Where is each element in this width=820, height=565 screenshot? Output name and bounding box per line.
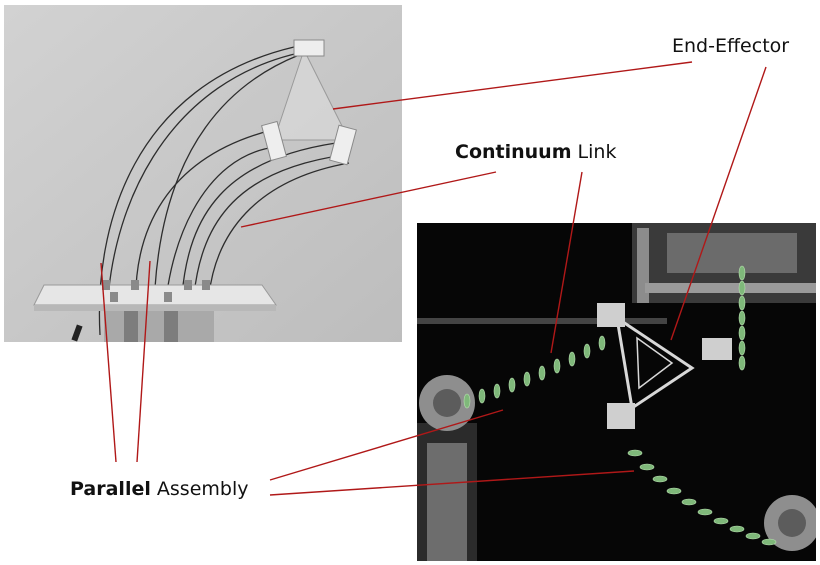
end-effector-leader-left <box>332 61 693 110</box>
right-prototype-drawing <box>417 223 816 561</box>
parallel-label-rest: Assembly <box>150 478 249 500</box>
parallel-leader-2 <box>136 260 151 463</box>
left-end-effector <box>261 39 357 166</box>
parallel-leader-4 <box>269 470 635 496</box>
continuum-leader-right <box>550 171 583 354</box>
continuum-link-label: Continuum Link <box>455 141 616 163</box>
left-prototype-photo <box>4 5 402 342</box>
continuum-leader-left <box>240 171 497 228</box>
left-prototype-drawing <box>4 5 402 342</box>
right-frame <box>417 223 816 561</box>
parallel-label-bold: Parallel <box>70 478 151 500</box>
end-effector-label: End-Effector <box>672 35 789 57</box>
left-base-plate <box>33 280 277 342</box>
continuum-label-bold: Continuum <box>455 141 572 163</box>
parallel-leader-3 <box>269 409 504 481</box>
continuum-label-rest: Link <box>571 141 617 163</box>
parallel-leader-1 <box>100 262 117 463</box>
end-effector-joints <box>597 303 732 429</box>
end-effector-label-text: End-Effector <box>672 35 790 57</box>
right-prototype-photo <box>417 223 816 561</box>
parallel-assembly-label: Parallel Assembly <box>70 478 248 500</box>
continuum-discs <box>463 265 777 546</box>
right-end-effector <box>614 314 695 411</box>
end-effector-leader-right <box>670 66 767 341</box>
